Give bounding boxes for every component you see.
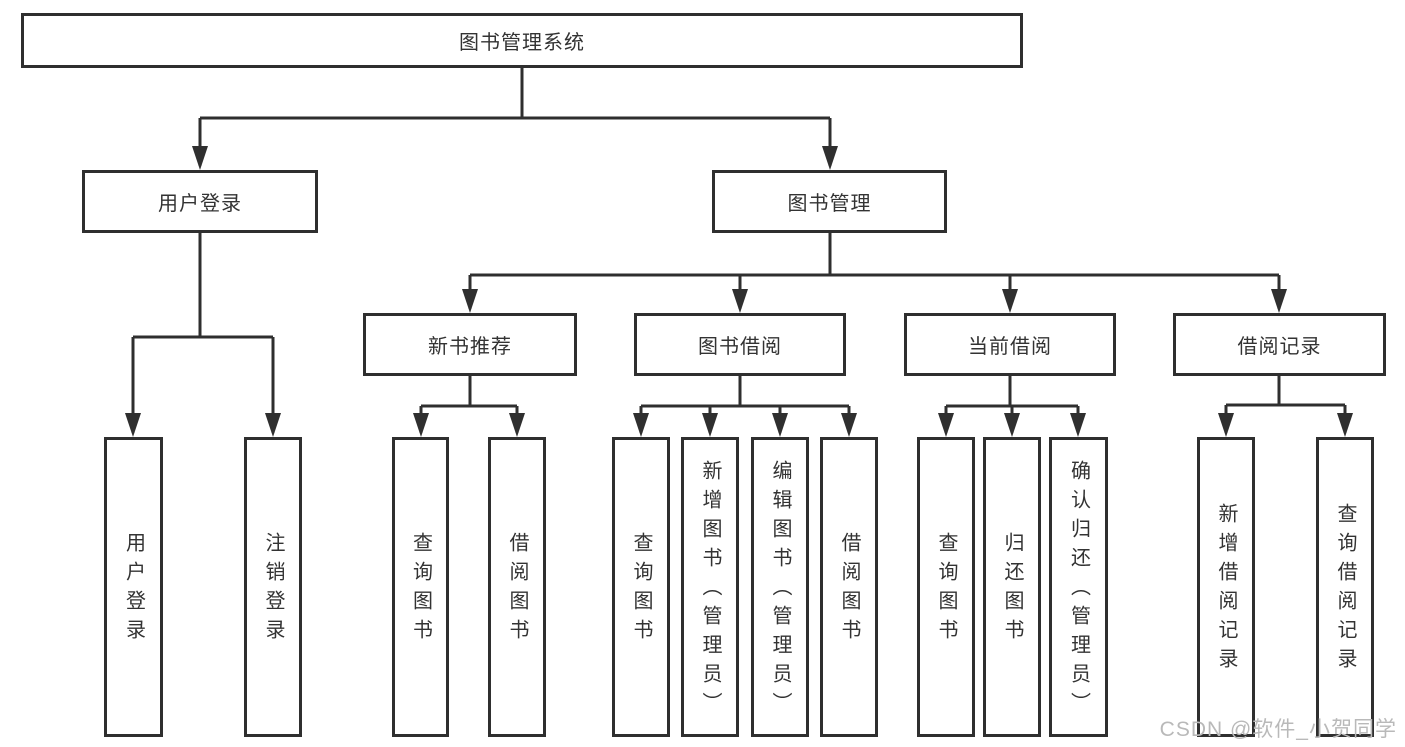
- node-query-borrow-record: 查询借阅记录: [1316, 437, 1374, 737]
- node-borrow-book-1: 借阅图书: [488, 437, 546, 737]
- node-add-book-admin: 新增图书（管理员）: [681, 437, 739, 737]
- node-query-book-3: 查询图书: [917, 437, 975, 737]
- node-new-book-recommend: 新书推荐: [363, 313, 577, 376]
- node-borrow-record: 借阅记录: [1173, 313, 1386, 376]
- node-query-book-1: 查询图书: [392, 437, 449, 737]
- node-borrow-book-2: 借阅图书: [820, 437, 878, 737]
- node-return-book: 归还图书: [983, 437, 1041, 737]
- node-book-management: 图书管理: [712, 170, 947, 233]
- csdn-watermark: CSDN @软件_小贺同学: [1159, 718, 1397, 741]
- node-edit-book-admin: 编辑图书（管理员）: [751, 437, 809, 737]
- arrowheads: [125, 146, 1353, 437]
- node-user-login-action: 用户登录: [104, 437, 163, 737]
- node-logout-action: 注销登录: [244, 437, 302, 737]
- node-root: 图书管理系统: [21, 13, 1023, 68]
- node-query-book-2: 查询图书: [612, 437, 670, 737]
- node-user-login: 用户登录: [82, 170, 318, 233]
- node-add-borrow-record: 新增借阅记录: [1197, 437, 1255, 737]
- node-book-borrow: 图书借阅: [634, 313, 846, 376]
- node-confirm-return-admin: 确认归还（管理员）: [1049, 437, 1108, 737]
- node-current-borrow: 当前借阅: [904, 313, 1116, 376]
